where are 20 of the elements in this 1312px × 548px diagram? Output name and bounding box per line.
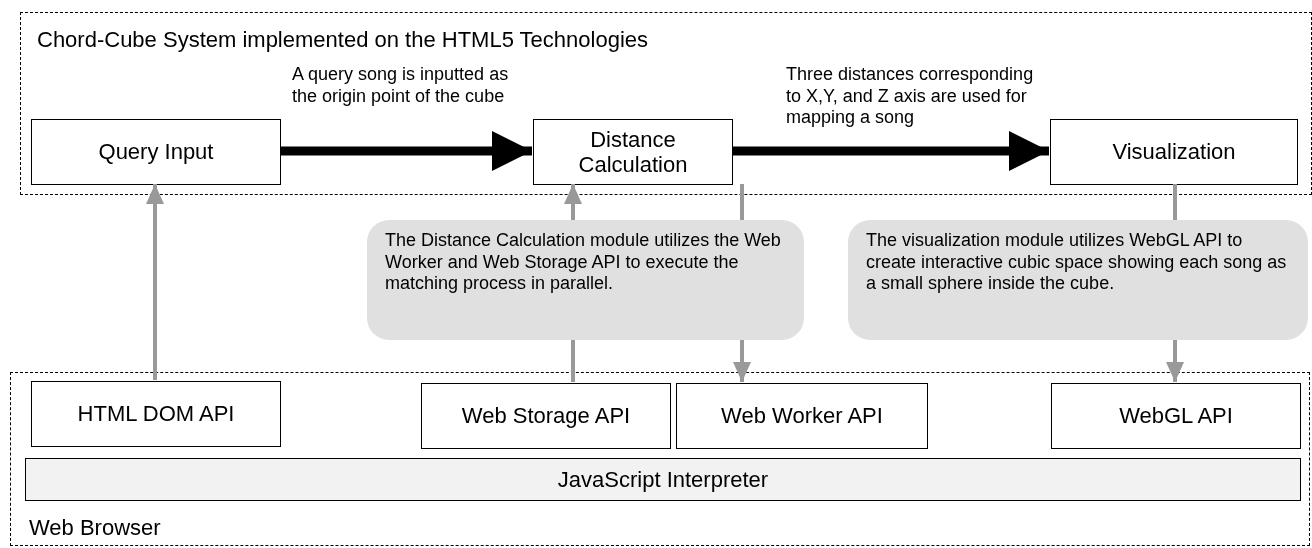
arrow bbox=[733, 340, 751, 382]
dashed-frame bbox=[10, 372, 1310, 546]
module-box: Distance Calculation bbox=[533, 119, 733, 185]
module-box: WebGL API bbox=[1051, 383, 1301, 449]
frame-title: Web Browser bbox=[29, 515, 161, 541]
module-box: Visualization bbox=[1050, 119, 1298, 185]
frame-title: Chord-Cube System implemented on the HTML5 Technologies bbox=[37, 27, 648, 53]
arrow bbox=[564, 184, 582, 220]
arrow bbox=[146, 184, 164, 380]
module-box: HTML DOM API bbox=[31, 381, 281, 447]
interpreter-bar: JavaScript Interpreter bbox=[25, 458, 1301, 501]
arrow bbox=[732, 131, 1049, 171]
module-box: Web Storage API bbox=[421, 383, 671, 449]
module-box: Query Input bbox=[31, 119, 281, 185]
callout-bubble: The visualization module utilizes WebGL API to create interactive cubic space showing each song as a small sphere inside the cube. bbox=[848, 220, 1308, 340]
arrow bbox=[280, 131, 532, 171]
arrow bbox=[1166, 340, 1184, 382]
dashed-frame bbox=[20, 12, 1312, 195]
callout-bubble: The Distance Calculation module utilizes the Web Worker and Web Storage API to execute the matching process in parallel. bbox=[367, 220, 804, 340]
module-box: Web Worker API bbox=[676, 383, 928, 449]
